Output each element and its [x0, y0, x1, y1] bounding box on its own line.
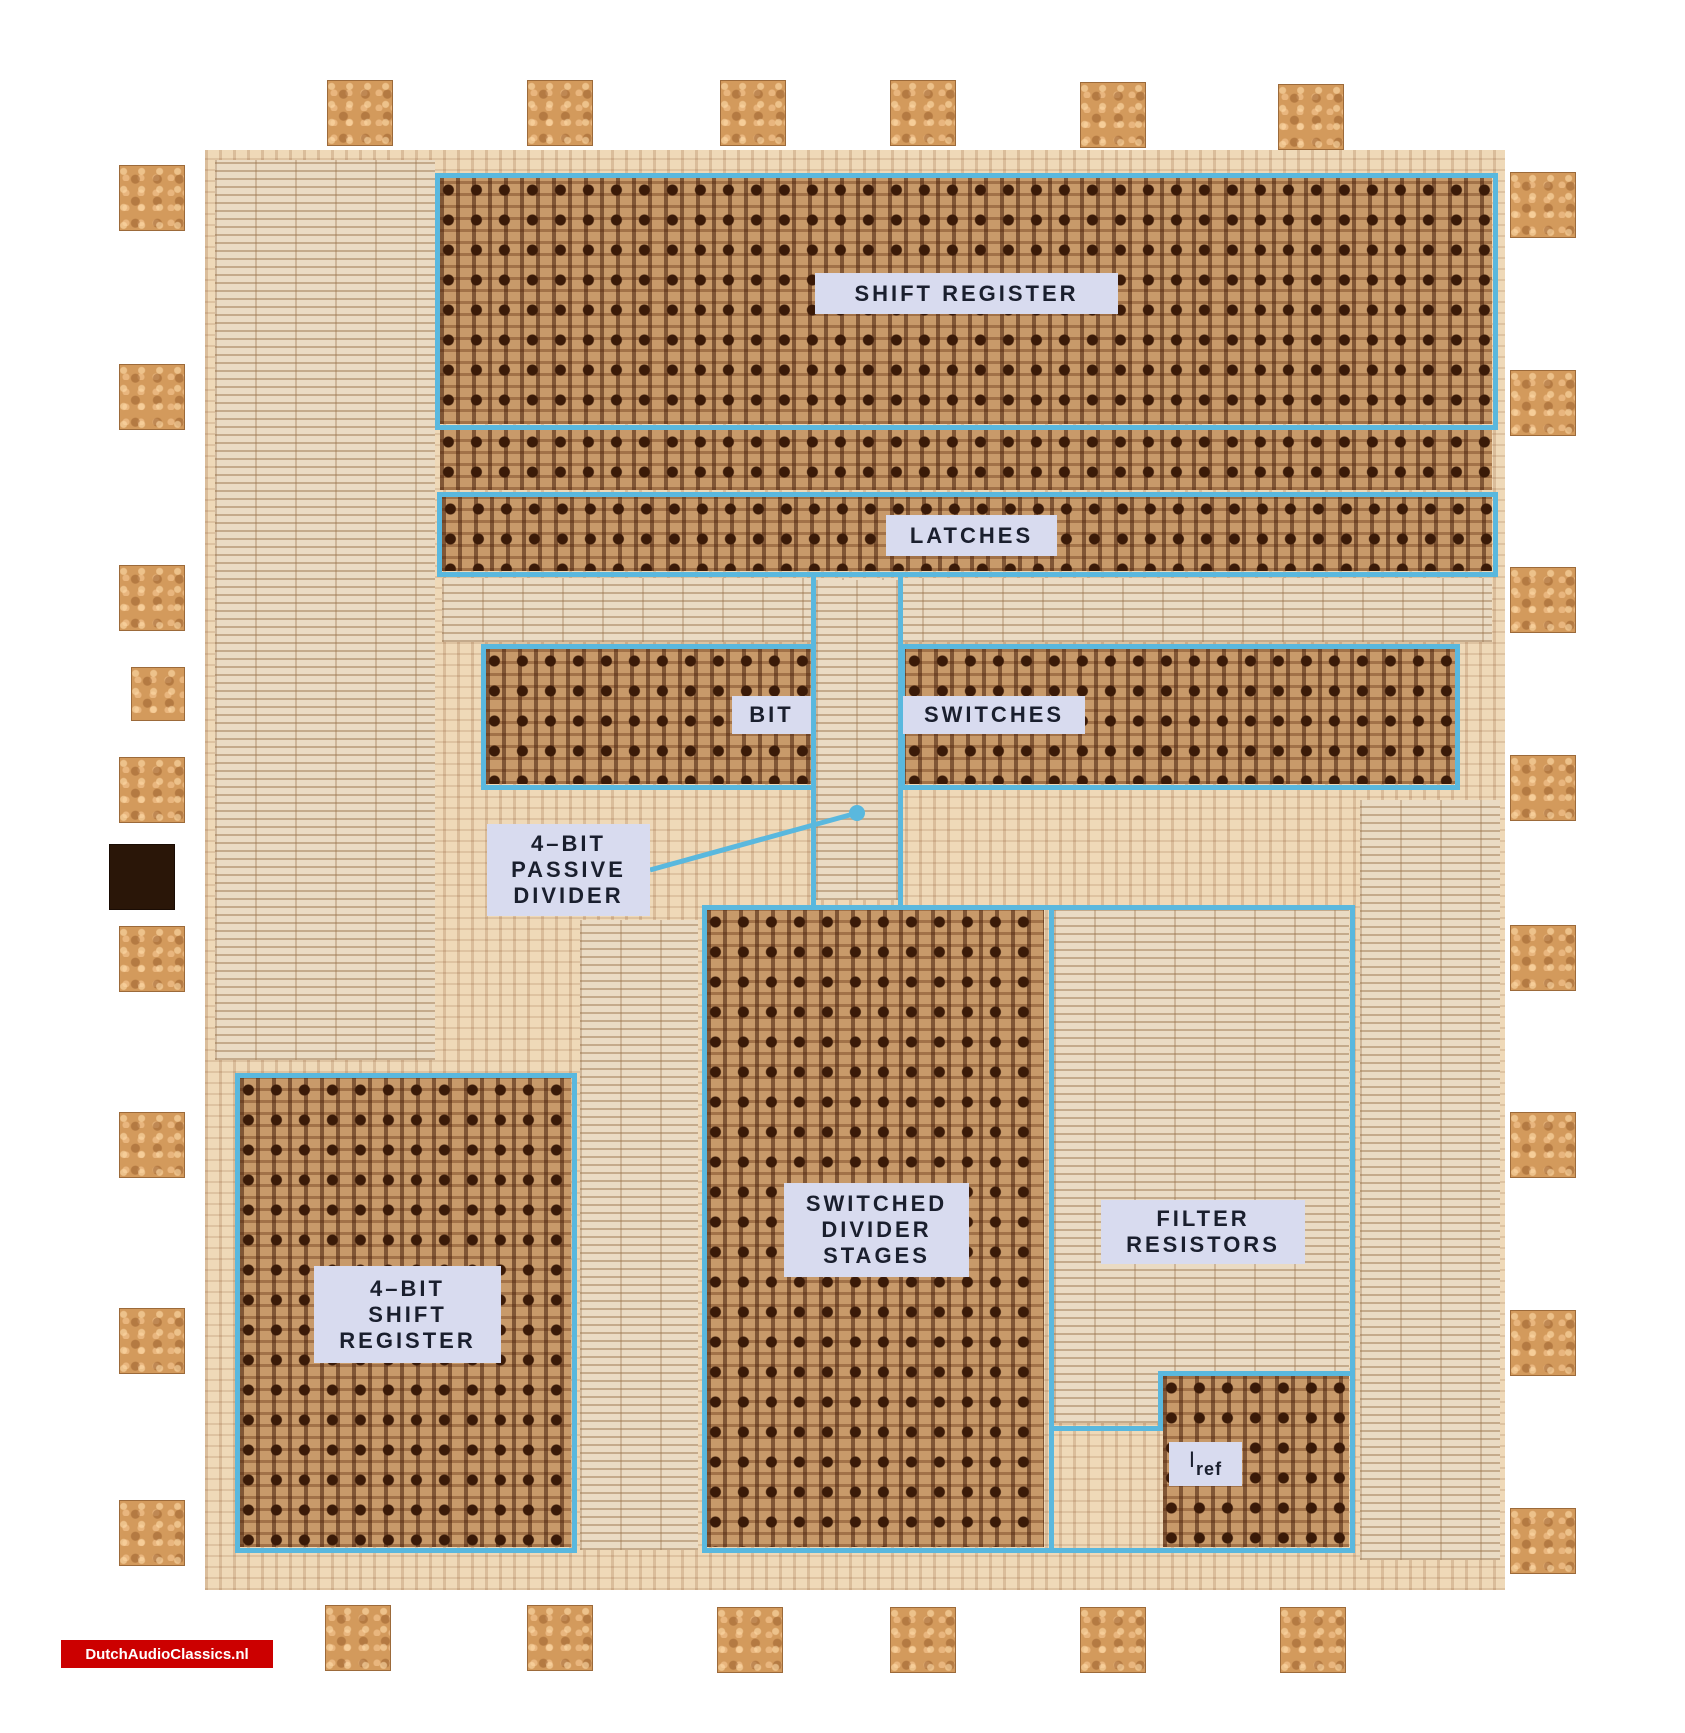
bond-pad [131, 667, 185, 721]
bond-pad [720, 80, 786, 146]
bond-pad [119, 926, 185, 992]
bond-pad [325, 1605, 391, 1671]
bond-pad [717, 1607, 783, 1673]
right-side-circuitry [1360, 800, 1500, 1560]
bond-pad [527, 1605, 593, 1671]
bond-pad [1510, 567, 1576, 633]
bond-pad [1510, 172, 1576, 238]
bond-pad [890, 80, 956, 146]
shift-register-circuitry [440, 178, 1492, 424]
filter-resistors-circuitry [1054, 910, 1349, 1423]
bond-pad [119, 1308, 185, 1374]
iref-circuitry [1163, 1376, 1349, 1547]
bond-pad [119, 1500, 185, 1566]
latches-outline [437, 492, 1498, 577]
bond-pad [1278, 84, 1344, 150]
shift-register-outline [435, 173, 1498, 430]
bond-pad [1080, 1607, 1146, 1673]
filter-resistors-label: FILTER RESISTORS [1101, 1200, 1305, 1264]
iref-label: Iref [1169, 1442, 1242, 1486]
bond-pad [327, 80, 393, 146]
bond-pad [1080, 82, 1146, 148]
passive-divider-circuitry [816, 580, 900, 900]
bond-pad [1510, 1112, 1576, 1178]
bit-switches-circuitry [486, 649, 1456, 784]
passive-divider-label: 4–BIT PASSIVE DIVIDER [487, 824, 650, 916]
filter-resistors-outline [1049, 905, 1355, 1553]
iref-top-line [1158, 1371, 1355, 1376]
bond-pad [119, 364, 185, 430]
latch-row-upper-circuitry [440, 430, 1492, 490]
bond-pad [119, 565, 185, 631]
switches-label: SWITCHES [903, 696, 1085, 734]
bond-pad [119, 1112, 185, 1178]
bond-pad [1510, 1310, 1576, 1376]
left-side-circuitry [215, 160, 435, 1060]
latches-label: LATCHES [886, 515, 1057, 556]
small-shift-register-circuitry [240, 1078, 571, 1547]
bit-label: BIT [732, 696, 811, 734]
switched-divider-label: SWITCHED DIVIDER STAGES [784, 1183, 969, 1277]
filter-notch-line [1049, 1426, 1163, 1431]
shift-register-label: SHIFT REGISTER [815, 273, 1118, 314]
intermediate-circuitry [442, 578, 1492, 642]
bond-pad [119, 165, 185, 231]
switched-divider-circuitry [707, 910, 1044, 1547]
bond-pad [1280, 1607, 1346, 1673]
iref-left-line [1158, 1371, 1163, 1431]
divider-connector-right [898, 576, 903, 910]
bond-pad [119, 757, 185, 823]
middle-column-circuitry [580, 920, 698, 1550]
test-structure [109, 844, 175, 910]
bond-pad [1510, 370, 1576, 436]
bond-pad [1510, 1508, 1576, 1574]
watermark: DutchAudioClassics.nl [61, 1640, 273, 1668]
divider-connector-left [811, 576, 816, 910]
bond-pad [890, 1607, 956, 1673]
small-shift-register-outline [235, 1073, 577, 1553]
bond-pad [527, 80, 593, 146]
bond-pad [1510, 925, 1576, 991]
bond-pad [1510, 755, 1576, 821]
small-shift-register-label: 4–BIT SHIFT REGISTER [314, 1266, 501, 1363]
